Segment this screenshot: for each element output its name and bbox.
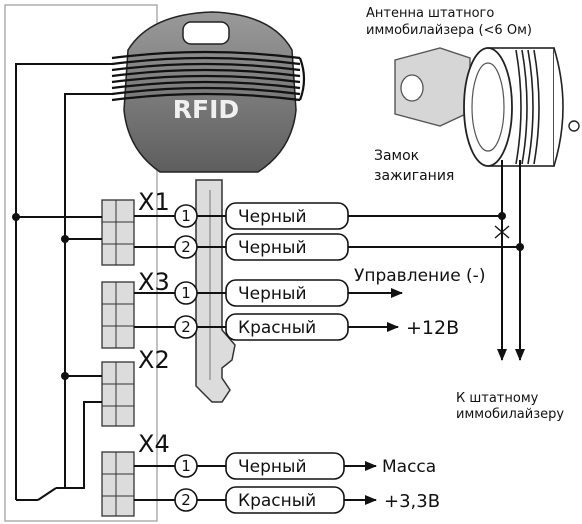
rfid-key: RFID: [111, 11, 306, 403]
antenna-label-line2: иммобилайзера (<6 Ом): [366, 23, 532, 38]
connector-x4-label: X4: [138, 430, 170, 458]
x4-pin1-number: 1: [181, 457, 191, 475]
x1-wire1-color: Черный: [238, 207, 307, 227]
switch-contact: [37, 487, 57, 501]
x3-dest2: +12В: [406, 317, 459, 339]
x4-dest2: +3,3В: [384, 491, 440, 512]
x3-wire1-color: Черный: [238, 284, 307, 304]
connector-x2-label: X2: [138, 346, 170, 374]
ignition-lock: [394, 47, 580, 167]
x4-dest1: Масса: [382, 457, 436, 477]
x1-pin1-number: 1: [181, 207, 191, 225]
lock-label-line2: зажигания: [374, 168, 454, 184]
x2-pin2-loop: [65, 401, 102, 489]
connector-x3-block: [101, 281, 135, 349]
x3-pin1-number: 1: [181, 284, 191, 302]
connector-x1-label: X1: [138, 188, 170, 216]
module-outline: [4, 4, 158, 522]
x3-dest1: Управление (-): [354, 266, 485, 286]
x1-pin2-number: 2: [181, 238, 191, 256]
coil-lead-1: [15, 63, 114, 500]
immo-label-line1: К штатному: [456, 391, 539, 406]
x4-pin2-number: 2: [181, 491, 191, 509]
coil-lead-2: [64, 93, 114, 488]
connector-x2-block: [101, 361, 135, 427]
antenna-label-line1: Антенна штатного: [366, 6, 494, 21]
x3-pin2-number: 2: [181, 318, 191, 336]
x3-wire2-color: Красный: [238, 318, 316, 338]
immo-label-line2: иммобилайзеру: [456, 407, 564, 422]
x1-wire2-color: Черный: [238, 238, 307, 258]
cut-mark: [494, 225, 510, 239]
key-label: RFID: [173, 95, 239, 124]
connector-x4-block: [101, 451, 135, 517]
lock-label-line1: Замок: [374, 148, 419, 164]
x4-wire2-color: Красный: [238, 491, 316, 511]
connector-x1-block: [101, 199, 135, 266]
x4-wire1-color: Черный: [238, 457, 307, 477]
connector-x3-label: X3: [138, 268, 170, 296]
